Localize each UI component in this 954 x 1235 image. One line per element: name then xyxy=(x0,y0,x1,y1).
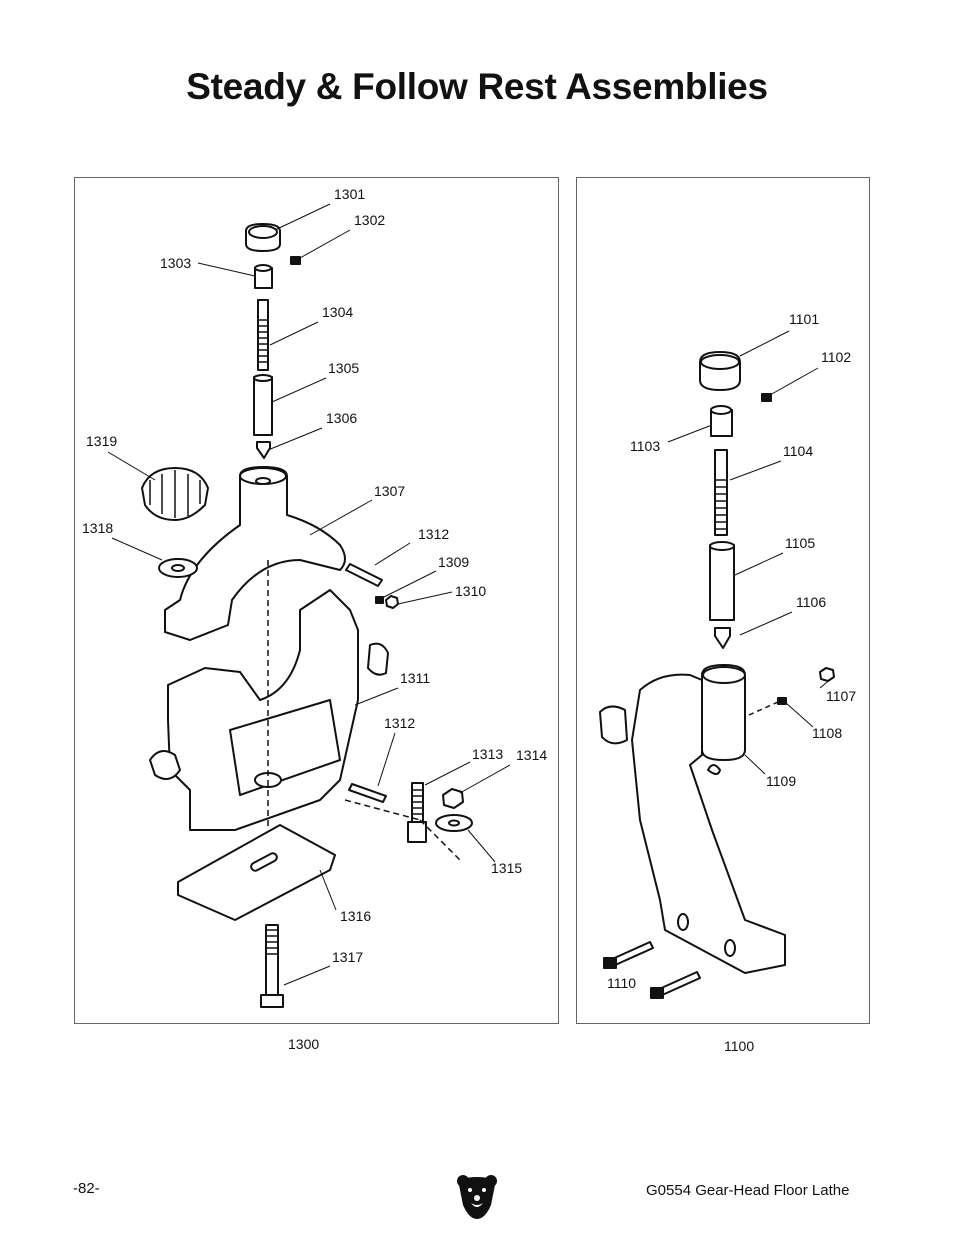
leader-lines xyxy=(107,203,833,986)
label-1316: 1316 xyxy=(340,908,371,924)
part-1314-nut xyxy=(442,788,464,809)
part-1302-setscrew xyxy=(290,256,301,265)
label-1314: 1314 xyxy=(516,747,547,763)
label-1311: 1311 xyxy=(400,670,430,686)
part-1305-sleeve xyxy=(253,374,273,436)
label-1108: 1108 xyxy=(812,725,842,741)
label-1315: 1315 xyxy=(491,860,522,876)
label-1319: 1319 xyxy=(86,433,117,449)
part-1318-washer xyxy=(158,558,198,578)
part-1107-nut xyxy=(819,667,835,682)
label-1110: 1110 xyxy=(607,975,636,991)
part-labels: 1301 1302 1303 1304 1305 1306 1307 1309 … xyxy=(82,186,856,991)
part-1108-screw xyxy=(777,697,787,705)
label-1104: 1104 xyxy=(783,443,813,459)
part-1306-tip xyxy=(256,441,271,459)
part-1315-washer xyxy=(435,814,473,832)
label-1303: 1303 xyxy=(160,255,191,271)
part-1109-body xyxy=(599,664,786,974)
manual-title: G0554 Gear-Head Floor Lathe xyxy=(646,1182,850,1199)
label-1309: 1309 xyxy=(438,554,469,570)
part-1106-tip xyxy=(714,627,731,649)
label-1312-lower: 1312 xyxy=(384,715,415,731)
part-1309-screw xyxy=(375,596,384,604)
label-1102: 1102 xyxy=(821,349,851,365)
label-1106: 1106 xyxy=(796,594,826,610)
label-1307: 1307 xyxy=(374,483,405,499)
follow-rest-assembly-number: 1100 xyxy=(724,1038,755,1054)
part-1105-sleeve xyxy=(709,541,735,621)
steady-rest-assembly-number: 1300 xyxy=(288,1036,320,1052)
part-1319-knob xyxy=(141,467,209,521)
label-1105: 1105 xyxy=(785,535,815,551)
label-1312-upper: 1312 xyxy=(418,526,449,542)
bear-head-logo xyxy=(457,1175,497,1219)
label-1301: 1301 xyxy=(334,186,365,202)
part-1301-knob xyxy=(245,223,281,252)
part-1103-collar xyxy=(710,405,733,437)
label-1109: 1109 xyxy=(766,773,796,789)
part-1110-bolts xyxy=(603,941,701,999)
steady-rest-drawing xyxy=(141,223,473,1008)
label-1317: 1317 xyxy=(332,949,363,965)
follow-rest-drawing xyxy=(599,351,835,999)
part-1316-clamp-plate xyxy=(177,824,336,921)
label-1306: 1306 xyxy=(326,410,357,426)
label-1310: 1310 xyxy=(455,583,486,599)
label-1313: 1313 xyxy=(472,746,503,762)
part-1104-screw xyxy=(714,449,728,536)
label-1305: 1305 xyxy=(328,360,359,376)
label-1302: 1302 xyxy=(354,212,385,228)
part-1312-pin-lower xyxy=(348,783,387,803)
label-1101: 1101 xyxy=(789,311,819,327)
part-1313-stud xyxy=(407,782,427,843)
part-1317-bolt xyxy=(260,924,284,1008)
part-1101-knob xyxy=(699,351,741,391)
label-1304: 1304 xyxy=(322,304,353,320)
part-1310-nut xyxy=(385,595,399,609)
part-1312-pin-upper xyxy=(345,563,383,587)
label-1103: 1103 xyxy=(630,438,660,454)
page-title: Steady & Follow Rest Assemblies xyxy=(186,66,768,107)
part-1304-screw xyxy=(257,299,269,371)
label-1107: 1107 xyxy=(826,688,856,704)
label-1318: 1318 xyxy=(82,520,113,536)
part-1102-setscrew xyxy=(761,393,772,402)
part-1307-top-frame xyxy=(164,466,346,641)
page-number: -82- xyxy=(73,1180,100,1197)
part-1303-collar xyxy=(254,264,273,289)
